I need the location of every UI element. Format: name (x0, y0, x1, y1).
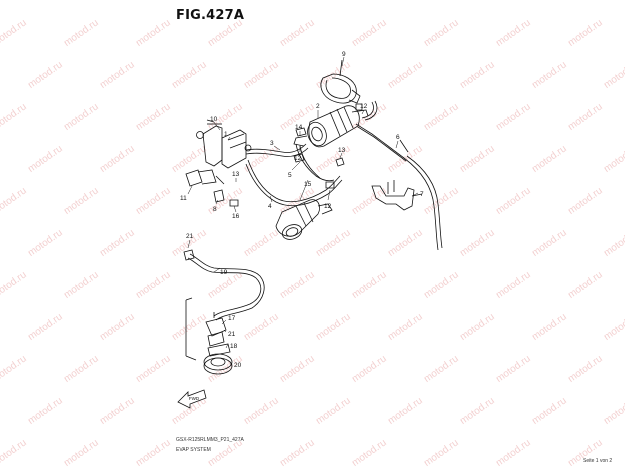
page-indicator: Seite 1 von 2 (583, 458, 613, 464)
figure-title: FIG.427A (176, 8, 245, 23)
callout-13-right: 13 (338, 147, 346, 154)
part-12-hose-top (361, 101, 374, 119)
part-18-seal (207, 343, 231, 357)
part-17-frame-lines (185, 297, 197, 361)
part-10-bracket (202, 123, 223, 167)
part-14-clip (295, 127, 307, 137)
part-2-canister (293, 105, 407, 162)
callout-10: 10 (210, 116, 218, 123)
callout-9: 9 (342, 51, 346, 58)
callout-4: 4 (268, 203, 272, 210)
leader-lines (187, 56, 419, 365)
fwd-direction-arrow-icon: FWD (177, 389, 207, 409)
part-17-valve (205, 312, 227, 347)
part-12-clamp-top (355, 103, 363, 111)
section-name: EVAP SYSTEM (176, 447, 211, 453)
callout-18: 18 (230, 343, 238, 350)
part-15-valve-assembly (275, 199, 333, 240)
part-13-clamp-right (335, 157, 345, 167)
part-13-bolt-left (196, 119, 215, 139)
callout-20: 20 (234, 362, 242, 369)
model-code: GSX-R125RLMM3_P21_427A (176, 437, 244, 443)
part-5-hose (295, 143, 335, 182)
fwd-label: FWD (189, 396, 200, 401)
callout-12-low: 12 (324, 203, 332, 210)
part-4-hose (245, 159, 343, 207)
callout-2: 2 (316, 103, 320, 110)
callout-19: 19 (220, 269, 228, 276)
callout-3: 3 (270, 140, 274, 147)
part-1-purge-valve (221, 129, 252, 169)
callout-6: 6 (396, 134, 400, 141)
part-8-holder (213, 189, 225, 203)
part-7-bracket (371, 180, 423, 211)
callout-5: 5 (288, 172, 292, 179)
callout-14: 14 (295, 124, 303, 131)
callout-7: 7 (420, 191, 424, 198)
callout-15: 15 (304, 181, 312, 188)
callout-12-top: 12 (360, 103, 368, 110)
part-6-long-hose (399, 139, 443, 251)
callout-21-top: 21 (186, 233, 194, 240)
callout-12-mid: 12 (294, 155, 302, 162)
callout-21-bottom: 21 (228, 331, 236, 338)
callout-16: 16 (232, 213, 240, 220)
part-9-clamp-band (320, 59, 361, 104)
part-12-clamp-mid (293, 153, 305, 163)
part-16-bolt (229, 199, 239, 207)
callout-8: 8 (213, 206, 217, 213)
callout-11: 11 (180, 195, 187, 202)
callout-13-left: 13 (232, 171, 240, 178)
part-11-sensor (185, 169, 225, 187)
callout-17: 17 (228, 315, 236, 322)
part-20-cap (203, 353, 233, 375)
part-12-clamp-low (325, 181, 335, 189)
callout-1: 1 (224, 131, 228, 138)
part-19-hose (183, 249, 265, 321)
